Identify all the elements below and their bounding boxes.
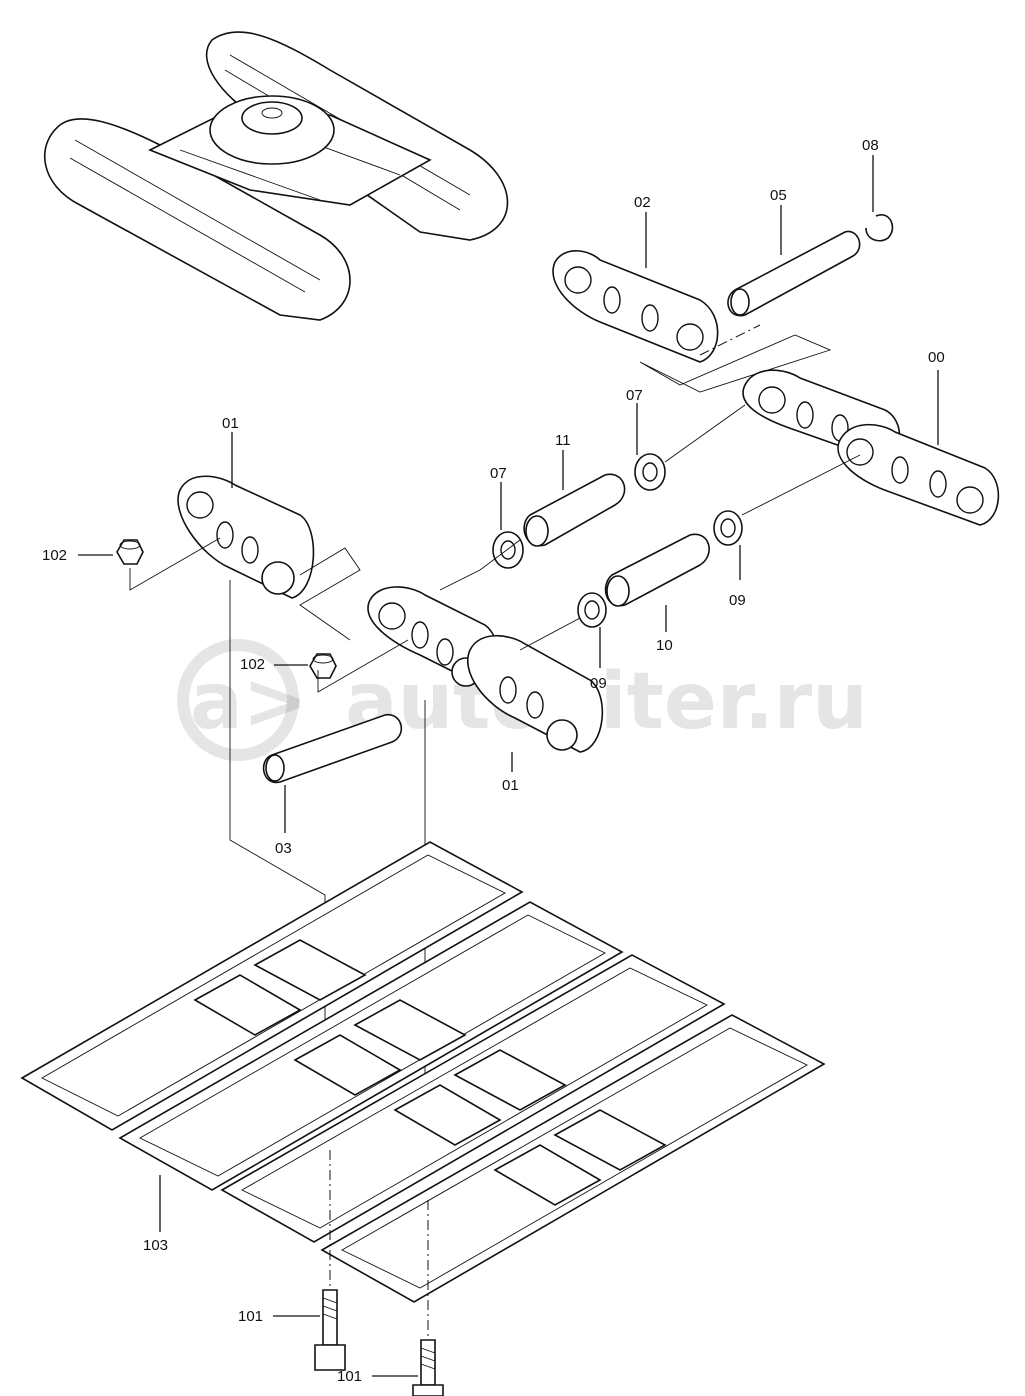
callout-103: 103	[143, 1237, 168, 1254]
track-shoe-2	[118, 901, 624, 1191]
bolt-101-right	[412, 1200, 444, 1396]
link-01-center	[367, 586, 604, 753]
nut-102-upper	[116, 539, 144, 565]
watermark-logo-text: a>	[190, 657, 308, 747]
callout-02: 02	[634, 194, 651, 211]
master-link-02	[552, 250, 719, 363]
seal-09-left	[577, 592, 607, 628]
bushing-11	[523, 473, 626, 547]
callout-01-upper: 01	[222, 415, 239, 432]
callout-09-left: 09	[590, 675, 607, 692]
seal-07-right	[634, 453, 666, 491]
leader-lines	[78, 155, 939, 1377]
callout-09-right: 09	[729, 592, 746, 609]
link-01-left	[177, 475, 315, 599]
master-pin-05	[727, 230, 861, 317]
undercarriage-overview	[44, 31, 509, 321]
callout-labels: 02 05 08 00 07 11 07 01 102 102 09 09 10…	[42, 137, 945, 1385]
seal-07-left	[492, 531, 524, 569]
snap-ring-08	[865, 214, 894, 242]
track-shoe-4	[320, 1014, 826, 1303]
nut-102-lower	[309, 653, 337, 679]
callout-00: 00	[928, 349, 945, 366]
callout-101-upper: 101	[238, 1308, 263, 1325]
callout-05: 05	[770, 187, 787, 204]
bushing-10	[604, 533, 710, 607]
callout-11: 11	[555, 432, 571, 449]
seal-09-right	[713, 510, 743, 546]
link-assembly-00	[742, 369, 1000, 526]
track-shoe-1	[20, 841, 524, 1131]
track-shoe-3	[220, 954, 726, 1243]
track-pin-03	[262, 714, 403, 783]
callout-07-lower: 07	[490, 465, 507, 482]
watermark-text: autopiter.ru	[345, 657, 868, 747]
callout-03: 03	[275, 840, 292, 857]
callout-07-upper: 07	[626, 387, 643, 404]
crawler-track-front	[44, 118, 351, 321]
watermark-logo-icon	[177, 639, 299, 761]
watermark: a> autopiter.ru	[177, 639, 868, 761]
callout-102-lower: 102	[240, 656, 265, 673]
callout-10: 10	[656, 637, 673, 654]
callout-01-lower: 01	[502, 777, 519, 794]
callout-101-lower: 101	[337, 1368, 362, 1385]
callout-08: 08	[862, 137, 879, 154]
bolt-101-left	[314, 1150, 346, 1371]
callout-102-upper: 102	[42, 547, 67, 564]
swing-bearing	[209, 95, 335, 165]
